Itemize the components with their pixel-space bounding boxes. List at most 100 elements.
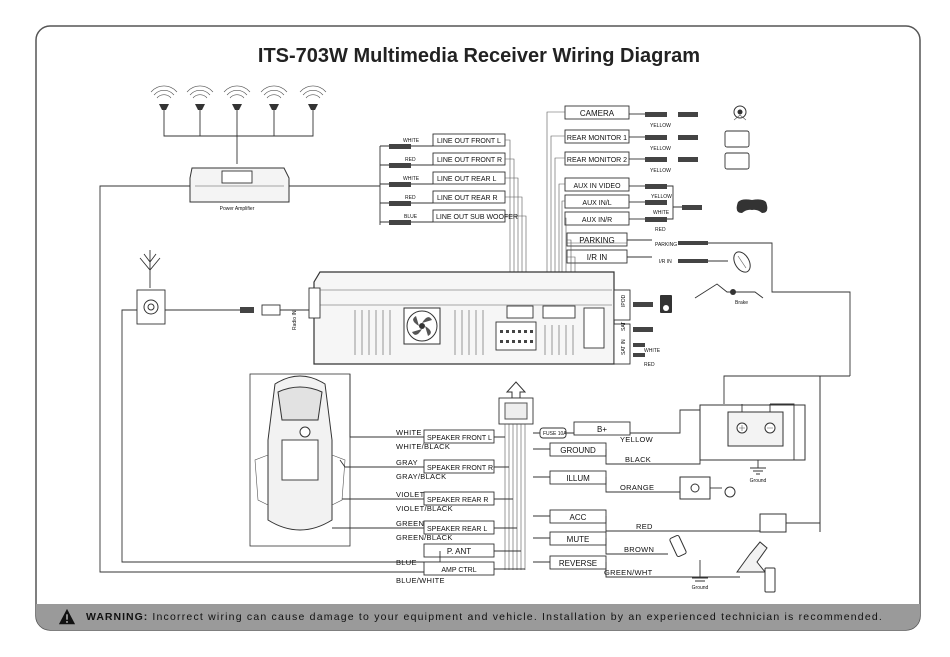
radio-in-label: Radio IN bbox=[292, 310, 298, 330]
svg-text:VIOLET: VIOLET bbox=[396, 490, 425, 499]
svg-text:LINE OUT SUB WOOFER: LINE OUT SUB WOOFER bbox=[436, 214, 518, 221]
speaker-icon bbox=[299, 85, 327, 124]
sat-in-port-label: SAT IN bbox=[621, 339, 627, 355]
svg-text:RED: RED bbox=[636, 522, 653, 531]
svg-text:RED: RED bbox=[405, 195, 416, 201]
svg-text:AUX IN/R: AUX IN/R bbox=[582, 217, 612, 224]
video-group: CAMERA YELLOW REAR MONITOR 1 YELLOW REAR… bbox=[546, 105, 768, 310]
svg-text:Ground: Ground bbox=[692, 585, 709, 591]
ground-wire: GROUND BLACK bbox=[533, 442, 701, 465]
svg-text:AMP CTRL: AMP CTRL bbox=[441, 567, 476, 574]
handbrake-icon: Brake bbox=[694, 283, 764, 306]
svg-text:MUTE: MUTE bbox=[567, 535, 590, 544]
svg-text:Ground: Ground bbox=[750, 478, 767, 484]
fan-icon bbox=[403, 307, 441, 345]
svg-text:P. ANT: P. ANT bbox=[447, 547, 471, 556]
line-out-front-l: LINE OUT FRONT L WHITE bbox=[389, 133, 506, 149]
power-wires: FUSE 10A B+ YELLOW GROUND BLACK ILLUM OR… bbox=[533, 409, 760, 578]
speaker-front-r: SPEAKER FRONT R GRAY GRAY/BLACK bbox=[339, 458, 509, 481]
amp-ctrl-output: AMP CTRL BLUE/WHITE bbox=[396, 561, 525, 585]
lamp-icon bbox=[724, 486, 736, 498]
speaker-outputs: SPEAKER FRONT L WHITE WHITE/BLACK SPEAKE… bbox=[332, 374, 525, 585]
line-out-rear-r: LINE OUT REAR R RED bbox=[389, 190, 506, 206]
camera-input: CAMERA YELLOW bbox=[564, 105, 747, 129]
svg-text:PARKING: PARKING bbox=[655, 242, 677, 248]
ipod-icon bbox=[660, 295, 672, 313]
aux-in-r: AUX IN/R RED bbox=[564, 211, 667, 233]
speaker-rear-r: SPEAKER REAR R VIOLET VIOLET/BLACK bbox=[342, 490, 513, 513]
svg-text:LINE OUT REAR R: LINE OUT REAR R bbox=[437, 195, 498, 202]
warning-bar: WARNING: Incorrect wiring can cause dama… bbox=[36, 604, 920, 630]
svg-text:AUX IN VIDEO: AUX IN VIDEO bbox=[573, 183, 621, 190]
svg-text:YELLOW: YELLOW bbox=[651, 194, 672, 200]
svg-text:B+: B+ bbox=[597, 425, 607, 434]
ir-sensor-icon bbox=[733, 251, 751, 273]
page-title: ITS-703W Multimedia Receiver Wiring Diag… bbox=[258, 45, 700, 67]
phone-icon bbox=[669, 534, 687, 558]
speaker-rear-l: SPEAKER REAR L GREEN GREEN/BLACK bbox=[332, 519, 517, 542]
reverse-wire: REVERSE GREEN/WHT bbox=[533, 555, 740, 578]
svg-text:REAR MONITOR 1: REAR MONITOR 1 bbox=[567, 135, 627, 142]
antenna-icon bbox=[139, 250, 161, 288]
power-amplifier: Power Amplifier bbox=[99, 167, 440, 573]
svg-text:GREEN: GREEN bbox=[396, 519, 424, 528]
camera-icon bbox=[733, 105, 747, 121]
svg-text:LINE OUT REAR L: LINE OUT REAR L bbox=[437, 176, 496, 183]
rear-monitor-1: REAR MONITOR 1 YELLOW bbox=[564, 129, 750, 152]
svg-text:PARKING: PARKING bbox=[579, 236, 614, 245]
svg-text:ILLUM: ILLUM bbox=[566, 474, 590, 483]
svg-text:AUX IN/L: AUX IN/L bbox=[582, 200, 611, 207]
svg-text:LINE OUT FRONT L: LINE OUT FRONT L bbox=[437, 138, 501, 145]
svg-text:Brake: Brake bbox=[735, 300, 748, 306]
svg-text:REAR MONITOR 2: REAR MONITOR 2 bbox=[567, 157, 627, 164]
game-controller-icon bbox=[736, 199, 768, 213]
svg-text:RED: RED bbox=[655, 227, 666, 233]
warning-text: WARNING: Incorrect wiring can cause dama… bbox=[86, 611, 883, 623]
aux-in-l: AUX IN/L WHITE bbox=[564, 194, 670, 216]
svg-text:I/R IN: I/R IN bbox=[659, 259, 672, 265]
p-ant-output: P. ANT BLUE bbox=[396, 543, 521, 567]
svg-text:YELLOW: YELLOW bbox=[650, 168, 671, 174]
sat-port-label: SAT bbox=[621, 322, 627, 331]
svg-text:GREEN/WHT: GREEN/WHT bbox=[604, 568, 653, 577]
svg-text:WHITE: WHITE bbox=[653, 210, 670, 216]
ground-icon bbox=[750, 460, 766, 475]
svg-text:I/R IN: I/R IN bbox=[587, 253, 608, 262]
speaker-icon bbox=[260, 85, 288, 124]
svg-text:CAMERA: CAMERA bbox=[580, 109, 615, 118]
power-amp-label: Power Amplifier bbox=[220, 206, 255, 212]
line-out-rear-l: LINE OUT REAR L WHITE bbox=[389, 171, 506, 187]
speaker-front-l: SPEAKER FRONT L WHITE WHITE/BLACK bbox=[349, 374, 505, 451]
svg-text:RED: RED bbox=[405, 157, 416, 163]
svg-text:WHITE: WHITE bbox=[403, 138, 420, 144]
svg-text:GROUND: GROUND bbox=[560, 446, 596, 455]
rear-monitor-2: REAR MONITOR 2 YELLOW bbox=[564, 151, 750, 174]
aux-in-video: AUX IN VIDEO YELLOW bbox=[564, 177, 672, 200]
svg-text:BLUE: BLUE bbox=[396, 558, 417, 567]
illum-wire: ILLUM ORANGE bbox=[533, 470, 680, 493]
svg-text:WHITE/BLACK: WHITE/BLACK bbox=[396, 442, 450, 451]
iso-connector bbox=[495, 321, 537, 351]
ground-icon bbox=[692, 560, 708, 582]
battery-area: Ground Ground bbox=[669, 375, 850, 593]
svg-text:YELLOW: YELLOW bbox=[650, 123, 671, 129]
antenna-group: Radio IN bbox=[121, 250, 440, 563]
monitor-icon bbox=[724, 130, 750, 148]
warning-message: Incorrect wiring can cause damage to you… bbox=[152, 611, 884, 623]
monitor-icon bbox=[724, 152, 750, 170]
svg-text:YELLOW: YELLOW bbox=[650, 146, 671, 152]
svg-text:WHITE: WHITE bbox=[644, 348, 661, 354]
warning-label: WARNING: bbox=[86, 611, 149, 623]
svg-text:BLUE: BLUE bbox=[404, 214, 418, 220]
svg-text:RED: RED bbox=[644, 362, 655, 368]
svg-text:BLUE/WHITE: BLUE/WHITE bbox=[396, 576, 445, 585]
svg-text:BLACK: BLACK bbox=[625, 455, 651, 464]
car-illustration bbox=[249, 373, 351, 547]
svg-text:SPEAKER REAR L: SPEAKER REAR L bbox=[427, 526, 487, 533]
line-out-front-r: LINE OUT FRONT R RED bbox=[389, 152, 506, 168]
svg-text:ACC: ACC bbox=[570, 513, 587, 522]
svg-text:YELLOW: YELLOW bbox=[620, 435, 654, 444]
speaker-icon bbox=[186, 85, 214, 124]
ignition-switch-icon bbox=[759, 513, 787, 533]
